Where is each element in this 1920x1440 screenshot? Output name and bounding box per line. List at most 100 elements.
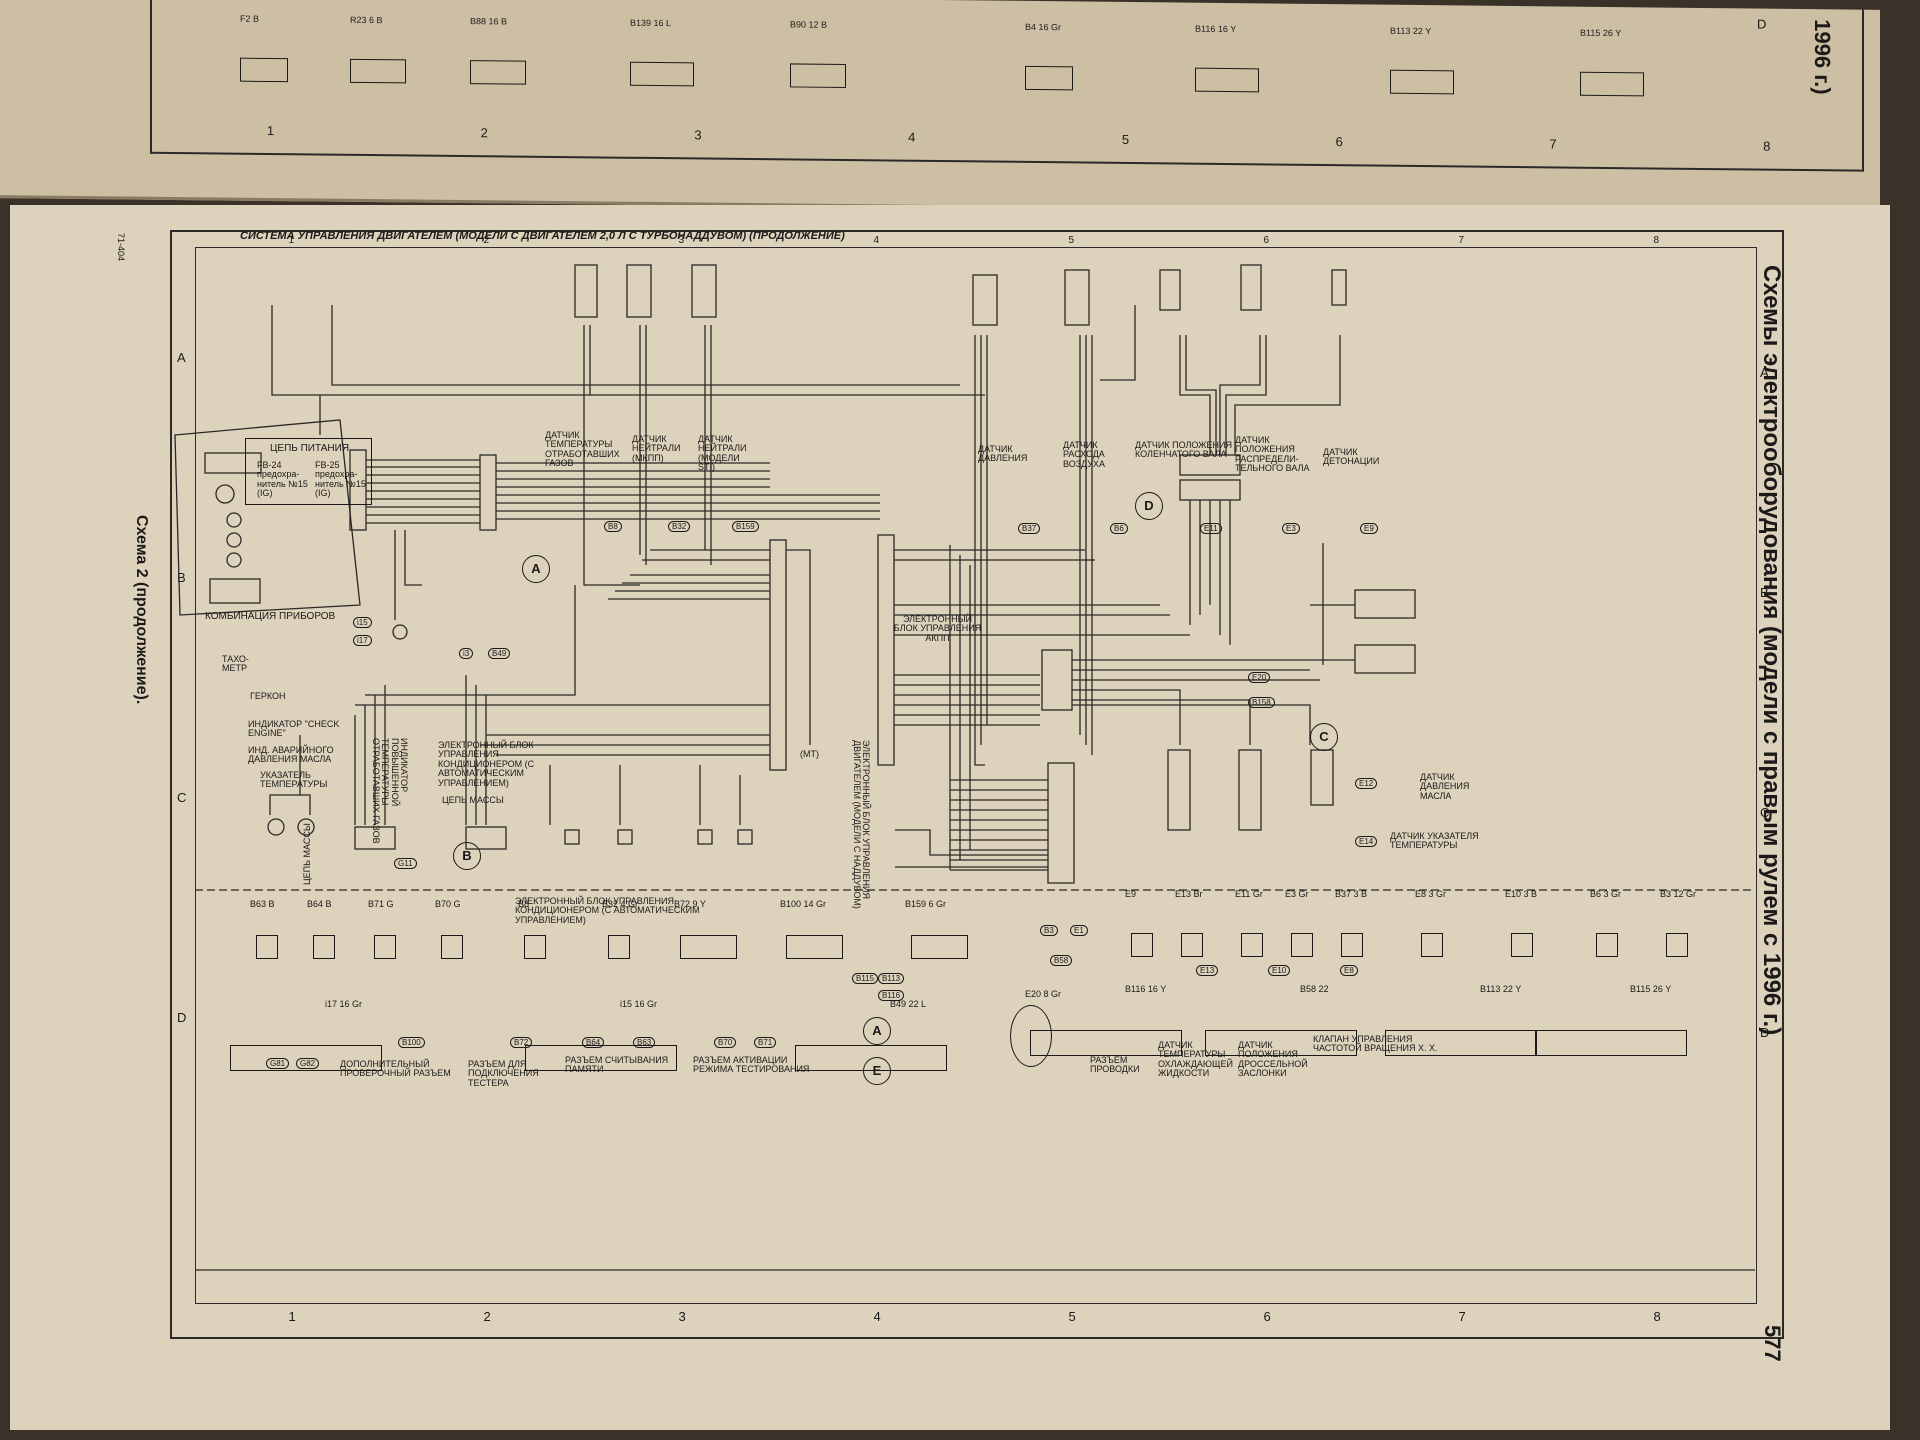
column-number-bottom: 5 <box>1068 1309 1076 1324</box>
conn-i15: i15 <box>353 617 372 628</box>
top-column-number: 1 <box>266 122 275 139</box>
sensor-neutral-mt: ДАТЧИК НЕЙТРАЛИ (МКПП) <box>632 434 681 463</box>
column-number-top: 5 <box>1068 235 1075 246</box>
gerkon-label: ГЕРКОН <box>250 691 286 701</box>
legend-connector-id: B159 6 Gr <box>905 899 947 909</box>
idle-valve-label: КЛАПАН УПРАВЛЕНИЯ ЧАСТОТОЙ ВРАЩЕНИЯ Х. Х… <box>1313 1034 1438 1054</box>
row-letter-right: A <box>1760 365 1769 380</box>
coolant-label: ДАТЧИК ТЕМПЕРАТУРЫ ОХЛАЖДАЮЩЕЙ ЖИДКОСТИ <box>1158 1040 1233 1079</box>
legend-connector-id: E10 3 B <box>1505 889 1538 899</box>
conn-b6: B6 <box>1110 523 1128 534</box>
conn-e10: E10 <box>1268 965 1291 976</box>
figure-caption: Схема 2 (продолжение). <box>133 515 150 705</box>
legend-connector-id: B3 12 Gr <box>1660 889 1697 899</box>
ref-b: B <box>453 842 481 870</box>
legend-connector-id: B58 22 <box>1300 984 1329 994</box>
main-page: СИСТЕМА УПРАВЛЕНИЯ ДВИГАТЕЛЕМ (МОДЕЛИ С … <box>10 205 1890 1430</box>
conn-b113: B113 <box>878 973 905 984</box>
section-title: Схемы электрооборудования (модели с прав… <box>1758 265 1785 1036</box>
conn-b159: B159 <box>732 521 759 532</box>
legend-connector-shape <box>1030 1030 1182 1056</box>
ref-a-top: A <box>522 555 550 583</box>
column-number-top: 3 <box>678 235 685 246</box>
legend-connector-shape <box>608 935 630 959</box>
column-number-bottom: 6 <box>1263 1309 1271 1324</box>
top-column-number: 3 <box>694 127 702 143</box>
conn-b70: B70 <box>714 1037 737 1048</box>
top-connector-shape <box>630 61 694 87</box>
legend-connector-id: E8 3 Gr <box>1415 889 1447 899</box>
oil-indicator-label: ИНД. АВАРИЙНОГО ДАВЛЕНИЯ МАСЛА <box>248 745 334 765</box>
legend-connector-shape <box>1596 933 1618 957</box>
top-column-number: 6 <box>1335 134 1343 150</box>
legend-connector-shape <box>786 935 843 959</box>
column-number-bottom: 3 <box>678 1309 686 1324</box>
combination-title: КОМБИНАЦИЯ ПРИБОРОВ <box>205 611 336 622</box>
legend-connector-id: B63 B <box>250 899 275 909</box>
ref-c: C <box>1310 723 1338 751</box>
top-connector-shape <box>1025 65 1073 91</box>
top-connector-id: B113 22 Y <box>1390 25 1432 37</box>
top-column-number: 2 <box>480 125 488 141</box>
legend-connector-shape <box>230 1045 382 1071</box>
legend-connector-id: B8 <box>518 899 530 909</box>
top-connector-id: B88 16 B <box>470 16 508 27</box>
fuse-fb24: FB-24 предохра- нитель №15 (IG) <box>257 460 308 499</box>
column-number-top: 1 <box>288 235 295 246</box>
top-connector-id: B4 16 Gr <box>1025 21 1062 33</box>
legend-connector-shape <box>1291 933 1313 957</box>
top-connector-id: B115 26 Y <box>1580 27 1622 39</box>
row-letter-left: C <box>177 790 187 805</box>
top-connector-id: R23 6 B <box>350 14 383 26</box>
top-column-number: 7 <box>1549 136 1557 152</box>
conn-e8: E8 <box>1340 965 1358 976</box>
legend-connector-shape <box>256 935 278 959</box>
temp-sensor-label: ДАТЧИК УКАЗАТЕЛЯ ТЕМПЕРАТУРЫ <box>1390 831 1479 851</box>
column-number-top: 4 <box>873 235 880 246</box>
conn-b115: B115 <box>852 973 879 984</box>
exhaust-indicator-label: ИНДИКАТОР ПОВЫШЕННОЙ ТЕМПЕРАТУРЫ ОТРАБОТ… <box>370 738 409 844</box>
sensor-crankshaft: ДАТЧИК ПОЛОЖЕНИЯ КОЛЕНЧАТОГО ВАЛА <box>1135 440 1232 460</box>
top-right-title: 1996 г.) <box>1810 19 1835 95</box>
legend-connector-shape <box>911 935 968 959</box>
ref-d-top: D <box>1135 492 1163 520</box>
legend-connector-shape <box>313 935 335 959</box>
legend-connector-id: B115 26 Y <box>1630 984 1672 994</box>
legend-connector-shape <box>1341 933 1363 957</box>
row-letter-left: B <box>177 570 186 585</box>
fuse-fb25: FB-25 предохра- нитель №15 (IG) <box>315 460 366 499</box>
column-number-bottom: 7 <box>1458 1309 1466 1324</box>
column-number-bottom: 4 <box>873 1309 881 1324</box>
tacho-label: ТАХО- МЕТР <box>222 654 249 674</box>
legend-connector-shape <box>1131 933 1153 957</box>
wiring-diagram <box>174 264 1755 1271</box>
conn-g11: G11 <box>394 858 417 869</box>
row-letter-right: B <box>1760 585 1769 600</box>
legend-connector-shape <box>1385 1030 1537 1056</box>
legend-connector-id: B100 14 Gr <box>780 899 827 909</box>
top-connector-shape <box>1390 69 1454 95</box>
top-connector-id: B116 16 Y <box>1195 23 1237 35</box>
conn-b32: B32 <box>668 521 691 532</box>
conn-b58: B58 <box>1050 955 1073 966</box>
legend-connector-id: B71 G <box>368 899 394 909</box>
memory-conn-label: РАЗЪЕМ СЧИТЫВАНИЯ ПАМЯТИ <box>565 1055 669 1075</box>
inner-frame <box>195 247 1757 1304</box>
conn-b64: B64 <box>582 1037 605 1048</box>
legend-connector-id: B70 G <box>435 899 461 909</box>
conn-b63: B63 <box>633 1037 656 1048</box>
page-number: 577 <box>1760 1325 1785 1362</box>
extra-conn-label: ДОПОЛНИТЕЛЬНЫЙ ПРОВЕРОЧНЫЙ РАЗЪЕМ <box>340 1059 451 1079</box>
conn-g81: G81 <box>266 1058 290 1069</box>
conn-e14: E14 <box>1355 836 1378 847</box>
conn-b158: B158 <box>1248 697 1275 708</box>
conn-b116: B116 <box>878 990 905 1001</box>
conn-e3: E3 <box>1282 523 1300 534</box>
row-letter-right: C <box>1760 805 1770 820</box>
conn-e9: E9 <box>1360 523 1378 534</box>
conn-b8: B8 <box>604 521 622 532</box>
legend-connector-id: B37 3 B <box>1335 889 1368 899</box>
legend-connector-id: E9 <box>1125 889 1137 899</box>
legend-connector-id: E11 Gr <box>1235 889 1263 899</box>
legend-connector-id: B49 22 L <box>890 999 927 1009</box>
